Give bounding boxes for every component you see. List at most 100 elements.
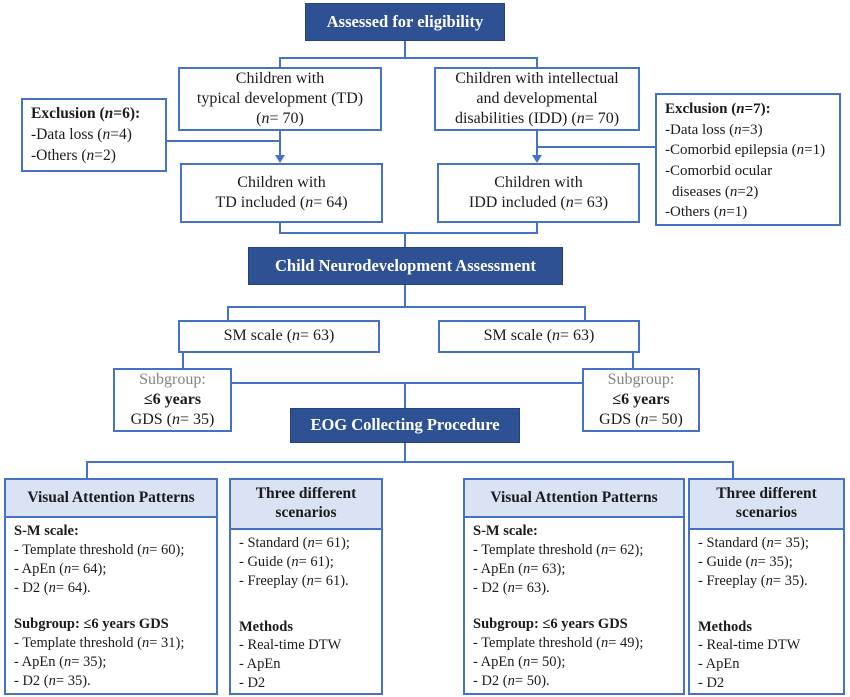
- node-idd: Children with intellectual and developme…: [434, 67, 640, 131]
- connector-merge: [279, 232, 538, 234]
- list-item: - Standard (n= 61);: [239, 535, 350, 551]
- node-cna-label: Child Neurodevelopment Assessment: [275, 255, 536, 275]
- connector-included-idd-down: [536, 223, 538, 234]
- node-td: Children with typical development (TD) (…: [178, 67, 382, 131]
- connector-assessed-stem: [404, 41, 406, 58]
- list-item: - Freeplay (n= 61).: [239, 572, 349, 589]
- connector-sm-split: [227, 306, 586, 308]
- list-item: - Template threshold (n= 62);: [473, 541, 644, 558]
- list-item: - D2: [698, 675, 725, 692]
- connector-to-eog: [404, 382, 406, 408]
- list-item: - Guide (n= 35);: [698, 553, 793, 570]
- subgroup-td-line: Subgroup:: [139, 371, 206, 389]
- panel-vap-idd-header: Visual Attention Patterns: [465, 480, 683, 518]
- node-sm-td: SM scale (n= 63): [178, 320, 380, 353]
- arrowhead-td-icon: [275, 155, 285, 163]
- section-title: Subgroup: ≤6 years GDS: [14, 616, 169, 633]
- panel-scenarios-td: Three different scenarios - Standard (n=…: [229, 478, 383, 695]
- exclusion-idd-item: -Comorbid epilepsia (n=1): [665, 142, 826, 159]
- list-item: - Template threshold (n= 60);: [14, 541, 185, 558]
- connector-drop-panels-td: [86, 461, 88, 478]
- panel-vap-idd: Visual Attention Patterns S-M scale: - T…: [463, 478, 685, 695]
- connector-exclusion-td: [167, 140, 280, 142]
- exclusion-td-item: -Others (n=2): [31, 146, 116, 164]
- list-item: - ApEn (n= 63);: [473, 560, 566, 577]
- connector-drop-sm-idd: [584, 306, 586, 320]
- panel-scenarios-td-title: Three different: [255, 485, 357, 503]
- exclusion-idd-item: -Data loss (n=3): [665, 121, 763, 138]
- list-item: - D2 (n= 63).: [473, 579, 550, 596]
- node-cna: Child Neurodevelopment Assessment: [248, 247, 563, 285]
- section-title: Methods: [239, 618, 293, 635]
- node-subgroup-td: Subgroup: ≤6 years GDS (n= 35): [113, 368, 232, 432]
- node-idd-included-line: Children with: [494, 173, 583, 191]
- list-item: - Real-time DTW: [698, 637, 801, 654]
- connector-to-cna: [404, 232, 406, 247]
- node-idd-included: Children with IDD included (n= 63): [437, 163, 640, 223]
- exclusion-idd-item: diseases (n=2): [672, 183, 759, 200]
- connector-idd-to-included: [536, 131, 538, 156]
- section-title: Subgroup: ≤6 years GDS: [473, 616, 628, 633]
- node-sm-td-label: SM scale (n= 63): [223, 327, 335, 345]
- exclusion-idd-item: -Others (n=1): [665, 204, 748, 221]
- connector-included-td-down: [279, 223, 281, 234]
- node-idd-line: disabilities (IDD) (n= 70): [454, 110, 620, 128]
- list-item: - ApEn (n= 64);: [14, 560, 107, 577]
- connector-drop-idd: [536, 57, 538, 68]
- connector-sm-idd-to-subgroup: [632, 353, 634, 368]
- arrowhead-idd-icon: [532, 155, 542, 163]
- panel-scenarios-idd: Three different scenarios - Standard (n=…: [688, 478, 845, 695]
- connector-cna-stem: [404, 285, 406, 308]
- node-sm-idd-label: SM scale (n= 63): [483, 327, 595, 345]
- node-td-line: typical development (TD): [196, 89, 364, 107]
- node-td-included-line: Children with: [237, 173, 326, 191]
- node-idd-line: and developmental: [476, 89, 598, 107]
- list-item: - Freeplay (n= 35).: [698, 572, 808, 589]
- panel-vap-td-body: S-M scale: - Template threshold (n= 60);…: [6, 518, 216, 695]
- node-assessed-label: Assessed for eligibility: [326, 11, 484, 31]
- panel-scenarios-td-header: Three different scenarios: [231, 480, 381, 530]
- panel-scenarios-idd-title: Three different: [716, 485, 817, 503]
- connector-sm-td-to-subgroup: [182, 353, 184, 368]
- connector-td-to-included: [279, 131, 281, 156]
- panel-scenarios-td-title: scenarios: [275, 504, 337, 521]
- node-sm-idd: SM scale (n= 63): [438, 320, 640, 353]
- exclusion-td-item: -Data loss (n=4): [31, 125, 132, 143]
- panel-vap-td-header: Visual Attention Patterns: [6, 480, 216, 518]
- subgroup-idd-line: Subgroup:: [607, 371, 675, 389]
- subgroup-idd-line: ≤6 years: [612, 391, 670, 409]
- panel-vap-idd-body: S-M scale: - Template threshold (n= 62);…: [465, 518, 683, 695]
- panel-vap-idd-title: Visual Attention Patterns: [490, 488, 658, 506]
- exclusion-idd-title: Exclusion (n=7):: [665, 101, 771, 117]
- list-item: - Template threshold (n= 49);: [473, 635, 644, 652]
- node-td-included: Children with TD included (n= 64): [180, 163, 383, 223]
- node-td-line: Children with: [235, 69, 325, 87]
- panel-scenarios-td-body: - Standard (n= 61); - Guide (n= 61); - F…: [231, 530, 381, 697]
- list-item: - ApEn: [698, 656, 740, 673]
- connector-drop-sm-td: [227, 306, 229, 320]
- connector-subgroup-bridge: [232, 382, 582, 384]
- list-item: - Guide (n= 61);: [239, 553, 334, 570]
- panel-vap-td-title: Visual Attention Patterns: [27, 488, 195, 506]
- connector-drop-panels-idd: [732, 461, 734, 478]
- subgroup-td-line: GDS (n= 35): [130, 410, 215, 428]
- list-item: - D2: [239, 675, 266, 692]
- section-title: Methods: [698, 618, 752, 635]
- exclusion-idd-item: -Comorbid ocular: [665, 163, 773, 180]
- section-title: S-M scale:: [14, 523, 79, 539]
- panel-scenarios-idd-header: Three different scenarios: [690, 480, 843, 530]
- connector-eog-stem: [404, 443, 406, 463]
- panel-scenarios-idd-body: - Standard (n= 35); - Guide (n= 35); - F…: [690, 530, 843, 697]
- connector-exclusion-idd: [537, 146, 655, 148]
- node-exclusion-idd: Exclusion (n=7): -Data loss (n=3) -Comor…: [655, 93, 841, 226]
- connector-top-split: [279, 57, 538, 59]
- connector-drop-td: [279, 57, 281, 68]
- panel-scenarios-idd-title: scenarios: [735, 504, 798, 521]
- node-subgroup-idd: Subgroup: ≤6 years GDS (n= 50): [582, 368, 700, 432]
- list-item: - ApEn: [239, 656, 281, 673]
- subgroup-idd-line: GDS (n= 50): [599, 410, 683, 428]
- exclusion-td-title: Exclusion (n=6):: [31, 105, 141, 122]
- panel-vap-td: Visual Attention Patterns S-M scale: - T…: [4, 478, 218, 695]
- section-title: S-M scale:: [473, 523, 538, 539]
